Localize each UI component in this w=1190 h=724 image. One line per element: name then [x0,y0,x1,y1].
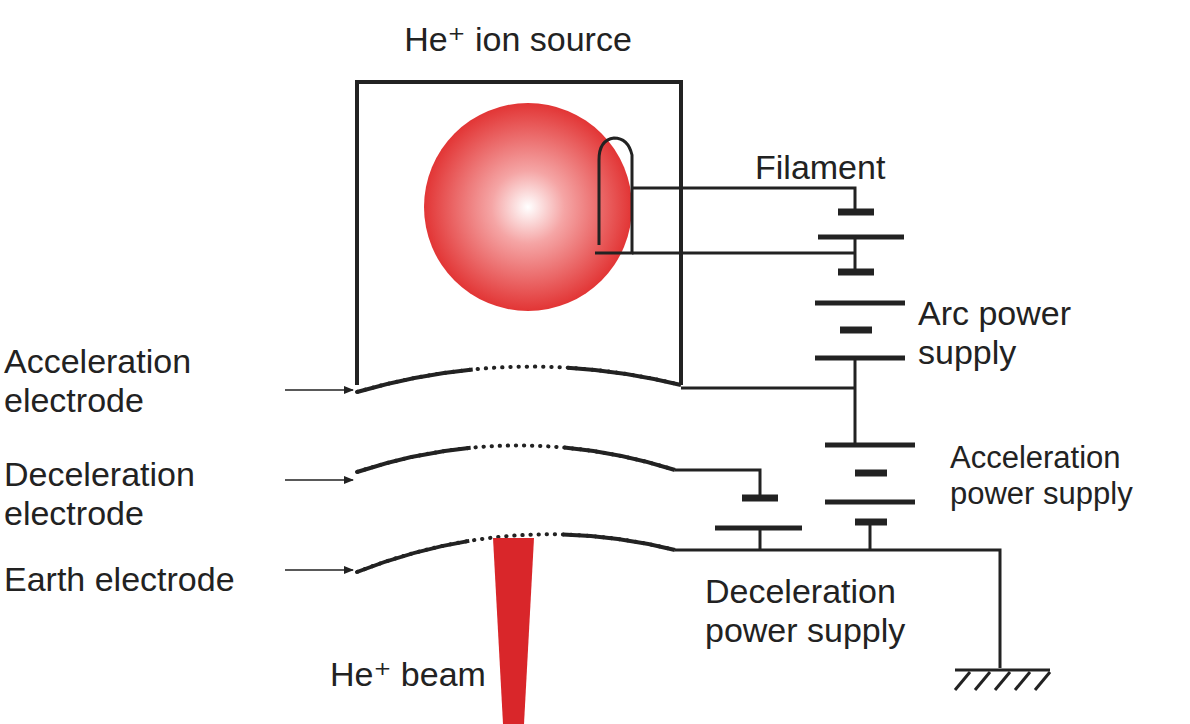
part-label: Arc power supply [918,294,1158,372]
supply-wire [759,528,762,550]
electrode-grid [357,445,675,472]
supply-wire [854,358,857,445]
deceleration-wire [675,470,760,498]
part-label: Filament [755,148,955,187]
box-heading: He⁺ ion source [340,20,696,59]
plasma-sphere [424,103,632,311]
earth-wire [675,550,1000,668]
acceleration-wire [681,387,855,390]
ion-beam [493,538,534,724]
part-label: Acceleration power supply [950,440,1186,511]
deceleration-electrode [357,445,675,472]
ground-symbol [955,670,1050,690]
source-housing [357,82,681,385]
supply-wire [869,522,872,550]
battery-symbols [715,212,915,528]
part-label: Earth electrode [4,560,274,599]
electrode-grid [357,367,681,392]
ion-source-box: He⁺ ion source [340,20,696,59]
filament-wire [632,252,855,255]
part-label: Deceleration power supply [705,572,985,650]
part-label: Acceleration electrode [4,342,274,420]
pointer-arrow [285,390,353,570]
part-label: Deceleration electrode [4,455,274,533]
supply-wire [854,237,857,272]
filament [595,138,632,253]
acceleration-electrode [357,367,681,392]
filament-wire [632,188,855,212]
part-label: He⁺ beam [330,655,490,694]
